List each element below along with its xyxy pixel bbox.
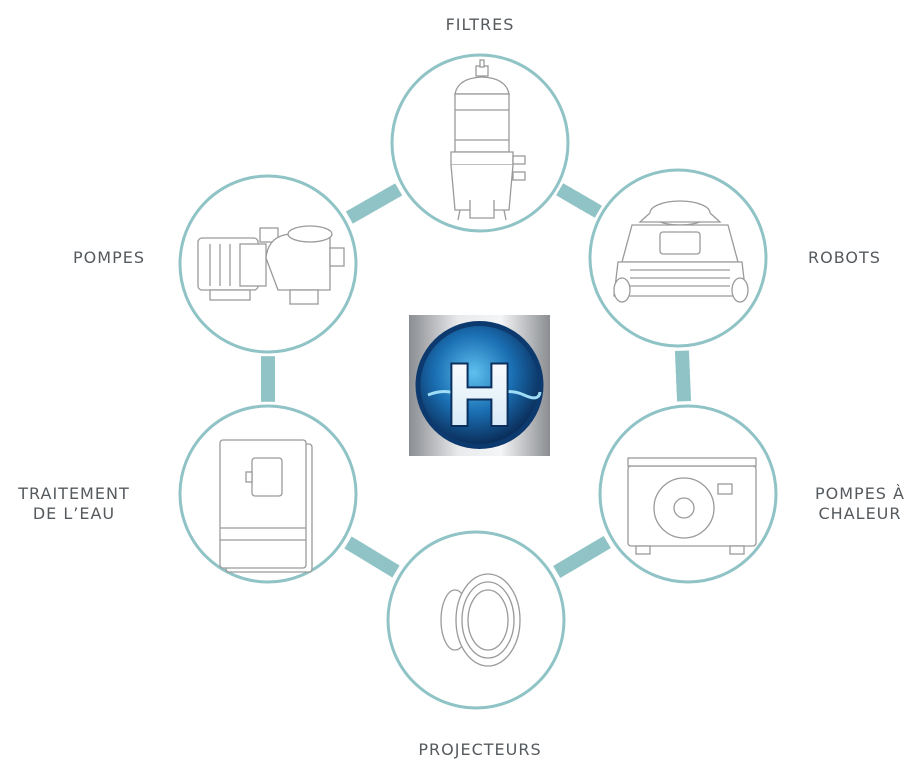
logo-letter: H	[444, 347, 516, 447]
connector-dash	[563, 553, 581, 573]
logo-water-disc	[420, 326, 539, 444]
connector-dash	[583, 541, 601, 561]
label-pompes-a-chaleur-line1: POMPES À	[815, 484, 905, 503]
connector-dash	[382, 559, 400, 578]
connector-dash	[676, 379, 691, 392]
connector-dash	[563, 187, 581, 206]
connector-dash	[593, 535, 611, 555]
label-robots: ROBOTS	[808, 248, 881, 268]
connector-dash	[363, 547, 381, 567]
connector-dash	[365, 194, 383, 213]
pool-pump-icon	[197, 225, 345, 305]
connector-dash	[372, 553, 391, 572]
connector-dash	[375, 188, 393, 207]
ring-connectors	[261, 183, 692, 579]
label-pompes-a-chaleur: POMPES À CHALEUR	[810, 484, 910, 524]
label-filtres: FILTRES	[446, 15, 515, 35]
connector-dash	[384, 183, 403, 202]
label-robots-line1: ROBOTS	[808, 248, 881, 267]
connector-dash	[345, 205, 364, 224]
node-pompes-a-chaleur[interactable]	[598, 404, 778, 584]
pool-light-icon	[440, 573, 521, 667]
label-projecteurs-line1: PROJECTEURS	[418, 740, 542, 759]
equipment-rings	[178, 53, 778, 710]
label-traitement-line2: DE L’EAU	[32, 504, 116, 523]
node-projecteurs[interactable]	[386, 530, 566, 710]
label-filtres-line1: FILTRES	[445, 15, 515, 34]
connector-dash	[353, 542, 372, 561]
connector-dash	[355, 200, 373, 219]
connector-dash	[675, 360, 690, 373]
label-pompes-a-chaleur-line2: CHALEUR	[818, 504, 902, 523]
label-pompes: POMPES	[60, 248, 145, 268]
filter-icon	[450, 59, 526, 221]
label-traitement: TRAITEMENT DE L’EAU	[4, 484, 144, 524]
hayward-logo: H	[409, 315, 550, 456]
logo-wave	[427, 390, 542, 400]
node-robots[interactable]	[588, 168, 768, 348]
label-traitement-line1: TRAITEMENT	[18, 484, 130, 503]
node-filtres[interactable]	[390, 53, 570, 233]
label-projecteurs: PROJECTEURS	[418, 740, 541, 760]
connector-dash	[556, 183, 574, 202]
connector-dash	[676, 388, 692, 402]
water-treatment-icon	[219, 439, 313, 573]
connector-dash	[573, 547, 591, 567]
connector-dash	[577, 195, 595, 214]
connector-dash	[553, 559, 571, 579]
connector-dash	[570, 191, 588, 210]
connector-dash	[674, 350, 690, 364]
connector-dash	[675, 369, 691, 383]
connector-dash	[344, 536, 362, 555]
connector-dash	[584, 199, 602, 218]
heat-pump-icon	[627, 457, 757, 555]
pool-robot-icon	[613, 200, 749, 303]
connector-dash	[261, 356, 275, 369]
label-pompes-line1: POMPES	[73, 248, 145, 267]
node-pompes[interactable]	[178, 174, 358, 354]
node-traitement[interactable]	[178, 404, 358, 584]
